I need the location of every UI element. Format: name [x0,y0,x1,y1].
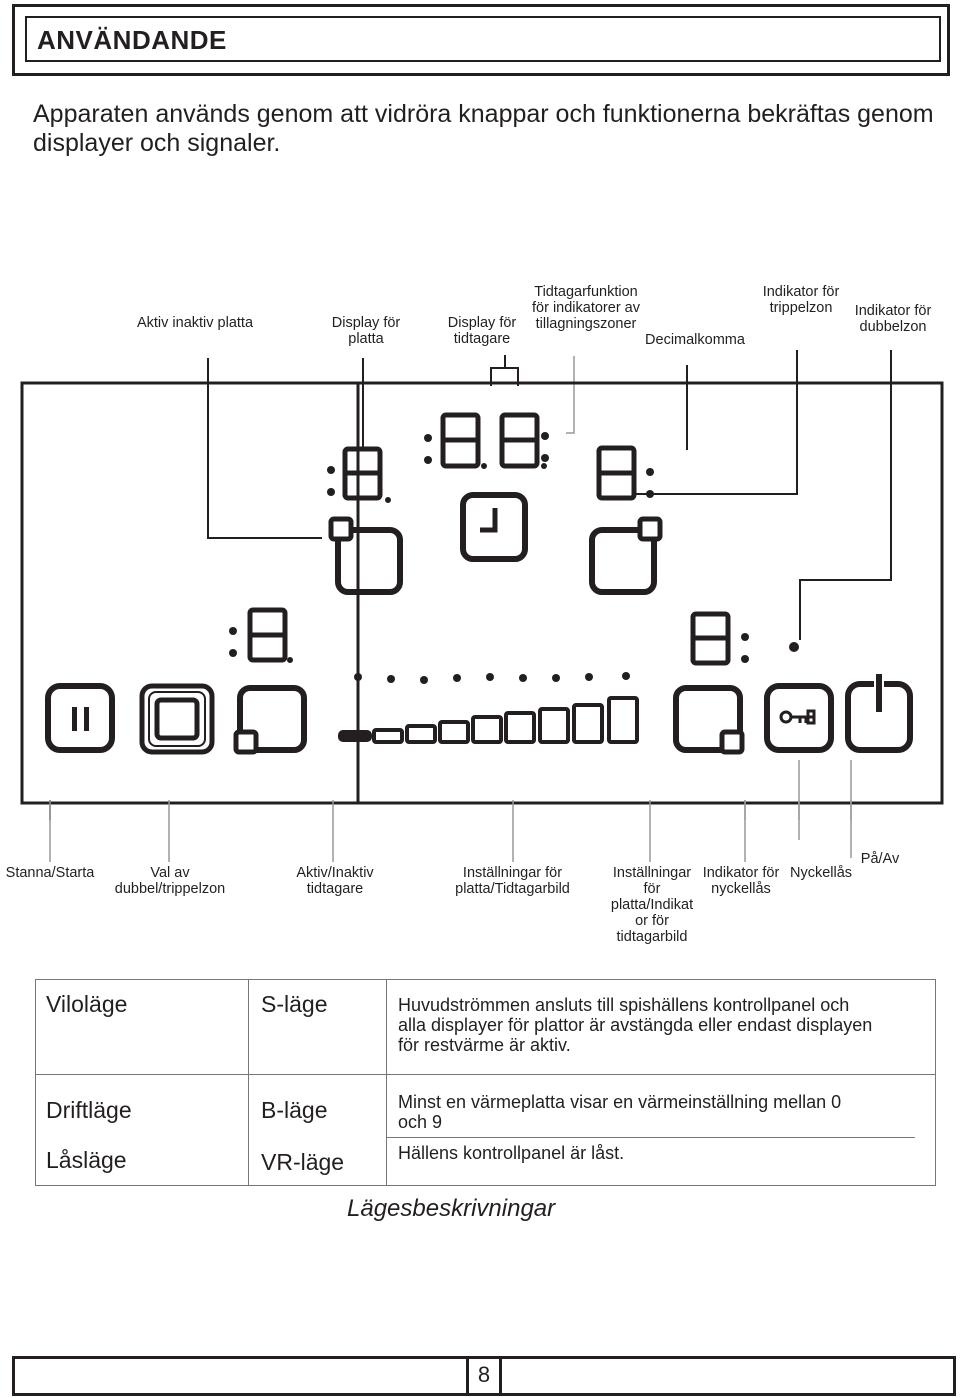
slider-dots [354,672,630,684]
zone-display-lower-right [690,611,799,666]
label-stanna-starta: Stanna/Starta [5,865,95,881]
label-nyckellas: Nyckellås [789,865,853,881]
table-row-code: S-läge [261,991,328,1017]
power-button[interactable] [845,672,913,753]
table-row-desc: Hällens kontrollpanel är låst. [398,1143,625,1163]
zone-select-lower-right[interactable] [673,685,745,755]
footer-bar [12,1356,956,1396]
bottom-leader-lines [49,800,852,862]
power-slider[interactable] [338,696,639,744]
mode-table: Viloläge S-läge Huvudströmmen ansluts ti… [35,979,936,1186]
pause-button[interactable] [45,683,115,753]
label-pa-av: På/Av [860,851,900,867]
key-lock-button[interactable] [764,683,834,753]
section-header: ANVÄNDANDE [12,4,950,76]
clock-button[interactable] [460,492,528,562]
zone-display-lower-left [229,607,293,663]
page-number: 8 [466,1356,502,1396]
key-icon [779,709,816,725]
table-row-mode: Driftläge [46,1097,132,1123]
zone-select-left[interactable] [328,516,403,595]
table-row-code: B-läge [261,1097,328,1123]
table-row-code: VR-läge [261,1149,345,1175]
table-row-desc: Minst en värmeplatta visar en värmeinstä… [398,1092,842,1132]
table-row-desc: Huvudströmmen ansluts till spishällens k… [398,995,873,1055]
section-title: ANVÄNDANDE [25,16,941,62]
table-caption: Lägesbeskrivningar [347,1195,556,1222]
zone-select-right[interactable] [589,516,663,595]
timer-display [424,412,549,469]
label-aktiv-inaktiv-platta: Aktiv inaktiv platta [136,315,254,331]
zone-display-left [327,446,391,503]
intro-text: Apparaten används genom att vidröra knap… [33,100,934,157]
zone-select-lower-left[interactable] [233,685,307,755]
label-decimalkomma: Decimalkomma [645,332,745,348]
control-panel-diagram [20,350,944,820]
zone-display-right [596,445,654,501]
dual-zone-button[interactable] [139,683,215,755]
table-row-mode: Låsläge [46,1147,127,1173]
table-row-mode: Viloläge [46,991,128,1017]
